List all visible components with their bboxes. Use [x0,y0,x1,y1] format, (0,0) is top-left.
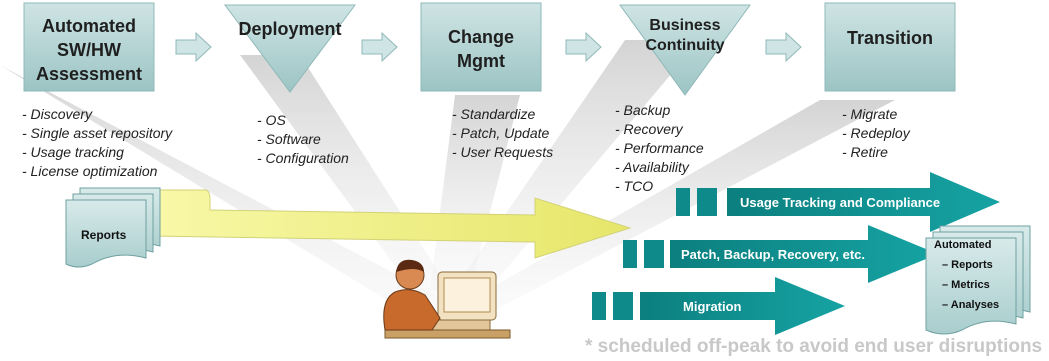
bullet-item: - Usage tracking [22,144,124,160]
stage-title-line: Change [448,27,514,47]
stream-dash [697,188,717,216]
connector-arrow-icon [565,31,602,63]
stream-dash [623,240,637,268]
bullet-item: - Standardize [452,106,535,122]
stage-title-line: SW/HW [57,40,121,60]
stage-business-continuity: Business Continuity [619,4,751,96]
automated-output-stack: Automated – Reports – Metrics – Analyses [925,225,1031,335]
stream-arrow [727,172,1000,232]
bullets-deployment: - OS - Software - Configuration [257,112,349,166]
stage-title-line: Automated [42,16,136,36]
bullet-item: - Recovery [615,121,684,137]
bullet-item: - Performance [615,140,704,156]
stream-dash [676,188,690,216]
person-at-computer-icon [383,259,511,339]
stream-arrow [640,277,845,335]
bullet-item: - Availability [615,159,690,175]
stream-label: Usage Tracking and Compliance [740,195,940,210]
bullet-item: - Configuration [257,150,349,166]
stream-dash [644,240,664,268]
bullet-item: - Software [257,131,321,147]
person-hair [396,259,424,272]
stage-title-line: Business [649,17,720,34]
reports-document-stack: Reports [65,187,161,268]
stream-migration: Migration [592,277,845,335]
connector-arrow-icon [361,31,398,63]
bullets-change-mgmt: - Standardize - Patch, Update - User Req… [452,106,553,160]
stage-box [420,2,542,92]
stream-usage-tracking: Usage Tracking and Compliance [676,172,1000,232]
stage-deployment: Deployment [224,4,356,93]
bullet-item: - Redeploy [842,125,911,141]
output-item: – Analyses [942,299,999,311]
stage-box [824,2,956,92]
stage-automated-assessment: Automated SW/HW Assessment [23,2,155,92]
bullet-item: - Single asset repository [22,125,173,141]
bullet-item: - License optimization [22,163,158,179]
bullet-item: - TCO [615,178,653,194]
stream-label: Migration [683,299,742,314]
bullets-transition: - Migrate - Redeploy - Retire [842,106,911,160]
connector-arrow-icon [765,31,802,63]
stream-arrow [670,225,938,283]
document-page [65,199,147,268]
bullet-item: - Backup [615,102,670,118]
stage-triangle [619,4,751,96]
stream-label: Patch, Backup, Recovery, etc. [681,247,865,262]
bullets-assessment: - Discovery - Single asset repository - … [22,106,173,179]
bullet-item: - OS [257,112,286,128]
stream-patch-backup: Patch, Backup, Recovery, etc. [623,225,938,283]
desk [384,329,511,339]
output-title: Automated [934,239,991,251]
stage-title-line: Mgmt [457,51,505,71]
bullet-item: - Discovery [22,106,93,122]
output-item: – Reports [942,259,993,271]
stage-title-line: Continuity [645,37,724,54]
connector-arrow-icon [175,31,212,63]
bullets-business-continuity: - Backup - Recovery - Performance - Avai… [615,102,704,194]
stage-box [23,2,155,92]
bullet-item: - Migrate [842,106,897,122]
reports-flow-arrow [149,189,632,259]
bullet-item: - Retire [842,144,888,160]
stage-connectors [175,31,802,63]
person-body [383,289,441,331]
stage-title-line: Transition [847,28,933,48]
output-item: – Metrics [942,279,990,291]
stage-transition: Transition [824,2,956,92]
stream-dash [613,292,633,320]
monitor-screen [443,277,491,313]
bullet-item: - User Requests [452,144,553,160]
stage-change-mgmt: Change Mgmt [420,2,542,92]
stream-dash [592,292,606,320]
stage-title-line: Assessment [36,64,142,84]
document-page [925,237,1017,335]
reports-label: Reports [81,228,127,242]
bullet-item: - Patch, Update [452,125,549,141]
footnote: * scheduled off-peak to avoid end user d… [585,336,1042,357]
stage-title-line: Deployment [238,19,341,39]
stage-triangle [224,4,356,93]
